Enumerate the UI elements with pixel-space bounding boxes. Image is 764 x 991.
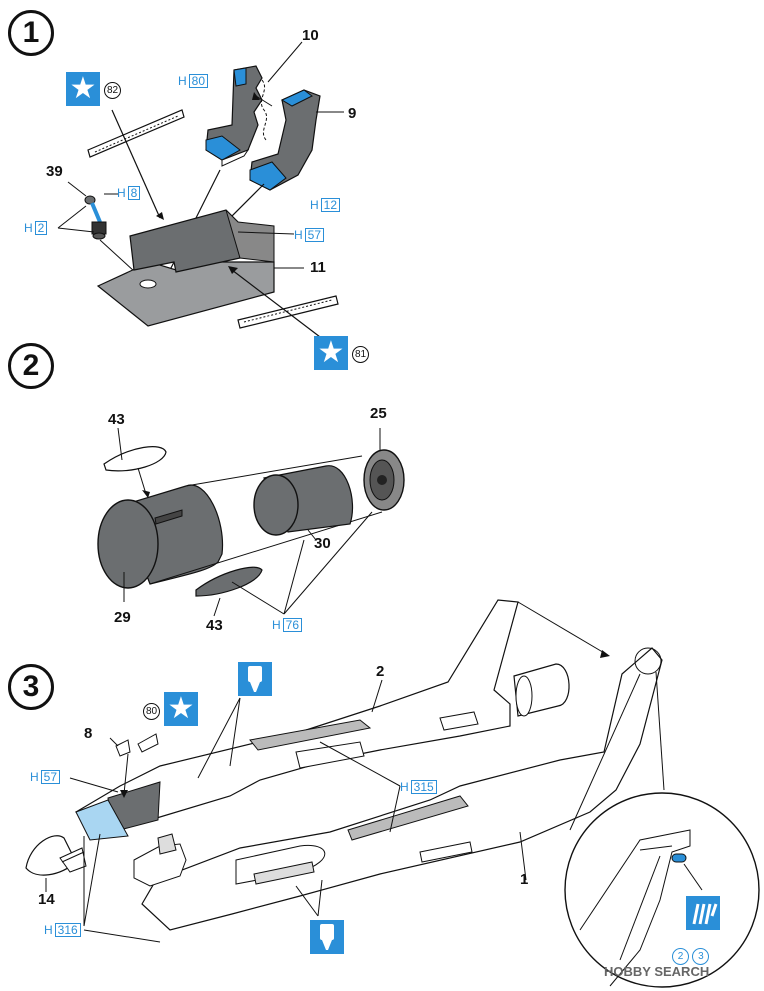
cement-tube-icon <box>310 920 344 954</box>
fuselage-half-2 <box>74 599 519 841</box>
watermark: HOBBY SEARCH <box>604 964 710 979</box>
exhaust-duct-29 <box>97 484 224 589</box>
cockpit-seat-assembly <box>133 833 187 887</box>
seat-part-10 <box>205 65 263 167</box>
star-decal-icon: ★ <box>66 72 100 106</box>
detail-inset <box>564 792 760 988</box>
nose-cone-14 <box>25 835 87 876</box>
part-label-29: 29 <box>114 609 131 626</box>
intake-fairing-43-top <box>103 446 167 472</box>
decal-strip-82 <box>87 109 185 158</box>
seat-part-9 <box>249 89 321 191</box>
part-label-30: 30 <box>314 535 331 552</box>
decal-number-81: 81 <box>352 346 369 363</box>
part-label-39: 39 <box>46 163 63 180</box>
turbine-face-25 <box>363 449 405 511</box>
part-label-11: 11 <box>310 259 326 276</box>
fuselage-half-1 <box>141 647 663 931</box>
cockpit-tub-11 <box>96 209 275 327</box>
paint-brush-icon <box>686 896 720 930</box>
decal-number-80: 80 <box>143 703 160 720</box>
part-label-8: 8 <box>84 725 93 742</box>
star-decal-icon: ★ <box>314 336 348 370</box>
step-number-2: 2 <box>8 343 54 389</box>
step-number-3: 3 <box>8 664 54 710</box>
duct-part-30 <box>253 465 354 536</box>
part-label-9: 9 <box>348 105 357 122</box>
intake-fairing-43-bottom <box>195 566 263 597</box>
part-label-10: 10 <box>302 27 319 44</box>
control-stick-39 <box>84 195 107 240</box>
exhaust-nozzle <box>513 663 570 717</box>
part-label-43-top: 43 <box>108 411 125 428</box>
decal-number-82: 82 <box>104 82 121 99</box>
cement-tube-icon <box>238 662 272 696</box>
decal-piece-80 <box>137 733 159 753</box>
paint-mix-note: 2 3 <box>672 948 710 965</box>
part-label-1: 1 <box>520 871 529 888</box>
part-label-2: 2 <box>376 663 385 680</box>
star-decal-icon: ★ <box>164 692 198 726</box>
part-label-43-bottom: 43 <box>206 617 223 634</box>
part-label-25: 25 <box>370 405 387 422</box>
step-number-1: 1 <box>8 10 54 56</box>
part-label-14: 14 <box>38 891 55 908</box>
part-8 <box>115 739 131 757</box>
